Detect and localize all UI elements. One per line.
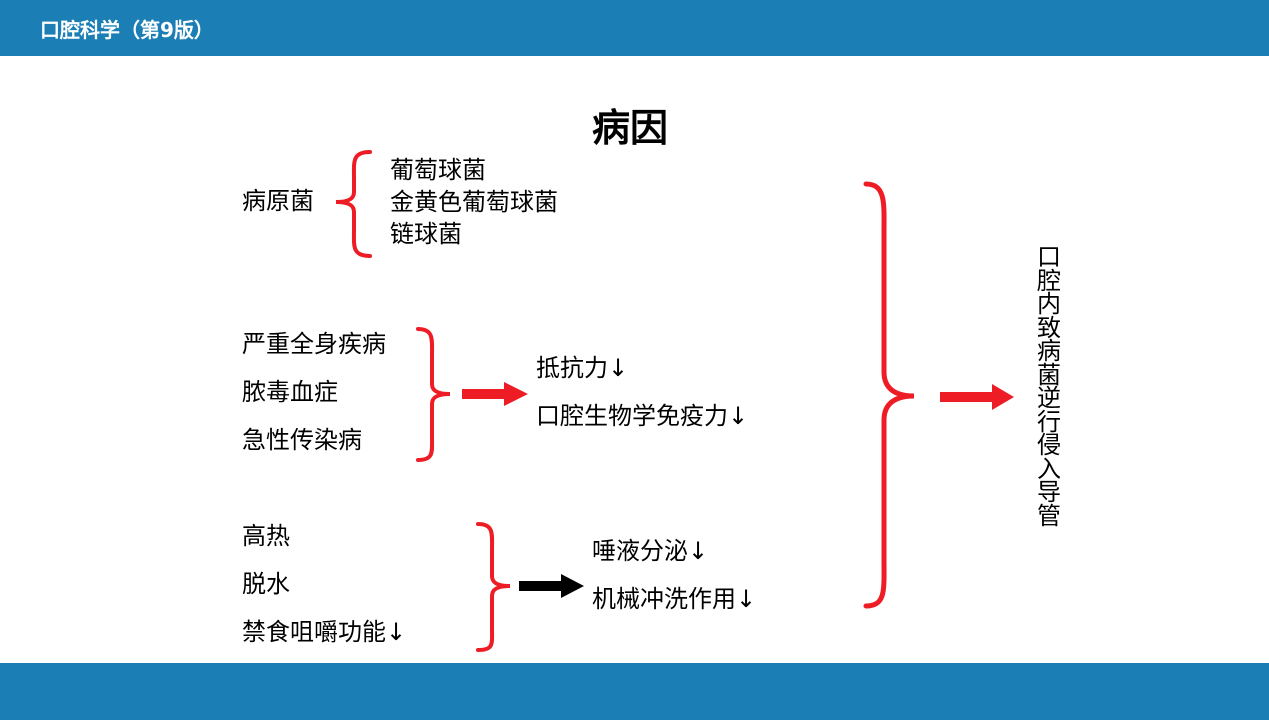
local-cause-item: 脱水 — [242, 570, 290, 598]
right-arrow-icon — [519, 574, 584, 598]
systemic-cause-item: 急性传染病 — [242, 426, 362, 454]
systemic-effect-item: 口腔生物学免疫力↓ — [536, 402, 749, 430]
result-text: 口腔内致病菌逆行侵入导管 — [1037, 243, 1061, 530]
curly-brace-icon — [416, 327, 451, 462]
book-title: 口腔科学（第9版） — [40, 18, 214, 42]
right-arrow-icon — [462, 382, 528, 406]
systemic-cause-item: 脓毒血症 — [242, 378, 338, 406]
curly-brace-icon — [863, 181, 915, 609]
systemic-cause-item: 严重全身疾病 — [242, 330, 386, 358]
pathogen-item: 链球菌 — [390, 220, 462, 248]
pathogen-item: 金黄色葡萄球菌 — [390, 188, 558, 216]
pathogen-label: 病原菌 — [242, 187, 314, 215]
local-effect-item: 机械冲洗作用↓ — [592, 585, 757, 613]
systemic-effect-item: 抵抗力↓ — [536, 354, 629, 382]
right-arrow-icon — [940, 384, 1014, 410]
slide-title: 病因 — [592, 106, 669, 150]
header-bar: 口腔科学（第9版） — [0, 0, 1269, 56]
footer-bar — [0, 663, 1269, 720]
local-effect-item: 唾液分泌↓ — [592, 537, 709, 565]
curly-brace-icon — [476, 522, 511, 652]
pathogen-item: 葡萄球菌 — [390, 156, 486, 184]
curly-brace-icon — [335, 150, 372, 258]
local-cause-item: 高热 — [242, 522, 290, 550]
local-cause-item: 禁食咀嚼功能↓ — [242, 618, 407, 646]
